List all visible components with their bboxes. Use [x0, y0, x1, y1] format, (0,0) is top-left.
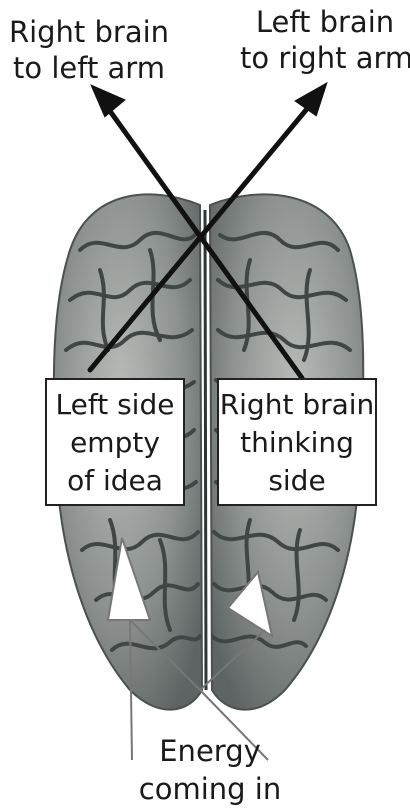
arrow-head-left	[92, 86, 124, 116]
box-line: of idea	[47, 462, 183, 500]
label-line: Energy	[115, 732, 305, 770]
label-line: coming in	[115, 770, 305, 808]
box-line: Left side	[47, 386, 183, 424]
box-left-side-empty: Left side empty of idea	[45, 378, 185, 506]
label-line: to right arm	[240, 40, 410, 76]
label-line: Left brain	[240, 4, 410, 40]
arrow-head-right	[296, 84, 326, 115]
label-line: to left arm	[8, 50, 170, 86]
label-line: Right brain	[8, 14, 170, 50]
box-line: Right brain	[219, 386, 375, 424]
box-line: thinking	[219, 424, 375, 462]
label-right-brain-to-left-arm: Right brain to left arm	[8, 14, 170, 86]
label-energy-coming-in: Energy coming in	[115, 732, 305, 808]
hemisphere-divide	[205, 210, 206, 690]
box-right-brain-thinking: Right brain thinking side	[217, 378, 377, 506]
box-line: empty	[47, 424, 183, 462]
box-line: side	[219, 462, 375, 500]
label-left-brain-to-right-arm: Left brain to right arm	[240, 4, 410, 76]
